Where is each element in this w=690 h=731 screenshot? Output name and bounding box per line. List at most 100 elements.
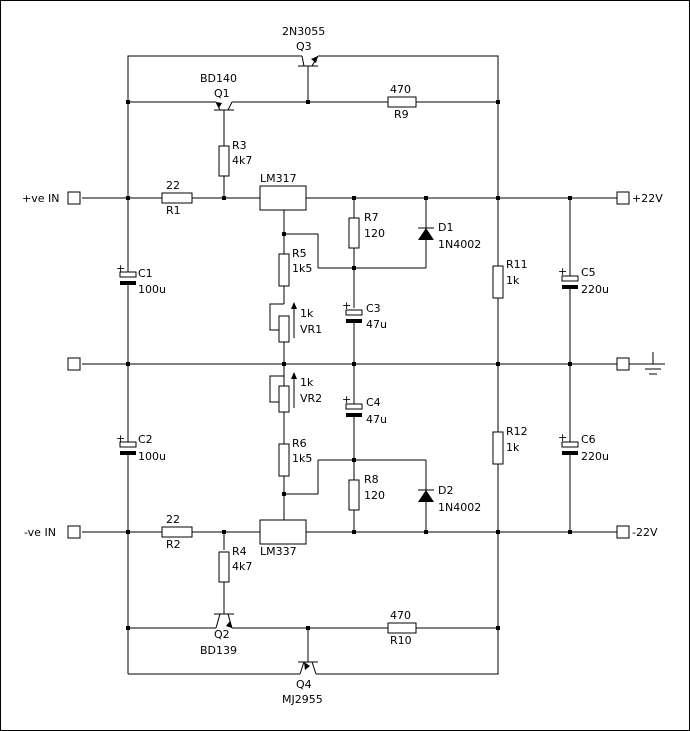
label-d1-ref: D1: [438, 221, 453, 234]
regulator-lm317: [259, 185, 307, 211]
label-vr1-ref: VR1: [300, 323, 322, 336]
label-q2-ref: Q2: [214, 628, 230, 641]
label-c1-value: 100u: [138, 283, 166, 296]
label-q4-ref: Q4: [296, 678, 312, 691]
label-q2-part: BD139: [200, 644, 237, 657]
label-r11-value: 1k: [506, 274, 520, 287]
capacitor-c2: [119, 441, 137, 455]
pot-vr1: [278, 302, 297, 343]
label-c2-plus: +: [116, 432, 125, 445]
label-lm337: LM337: [260, 545, 297, 558]
label-r6-value: 1k5: [292, 452, 312, 465]
label-r4-ref: R4: [232, 545, 247, 558]
label-c1-plus: +: [116, 262, 125, 275]
transistor-q4: [298, 661, 318, 675]
transistor-q3: [298, 55, 319, 67]
regulator-lm337: [259, 519, 307, 545]
terminal-neg-in[interactable]: [67, 525, 81, 539]
ground-symbol-icon: [641, 352, 665, 375]
label-q1-part: BD140: [200, 72, 237, 85]
label-r5-value: 1k5: [292, 262, 312, 275]
transistor-q2: [214, 613, 234, 629]
label-r1-value: 22: [166, 179, 180, 192]
label-r12-ref: R12: [506, 425, 528, 438]
label-r10-value: 470: [390, 609, 411, 622]
resistor-r11: [492, 265, 504, 299]
label-pos-out: +22V: [632, 192, 663, 205]
resistor-r12: [492, 431, 504, 465]
terminal-pos-in[interactable]: [67, 191, 81, 205]
label-vr2-ref: VR2: [300, 392, 322, 405]
capacitor-c1: [119, 271, 137, 285]
label-r1-ref: R1: [166, 204, 181, 217]
label-r11-ref: R11: [506, 258, 528, 271]
label-c5-value: 220u: [581, 283, 609, 296]
label-r8-value: 120: [364, 489, 385, 502]
label-c2-ref: C2: [138, 433, 153, 446]
resistor-r4: [218, 551, 230, 583]
label-c4-value: 47u: [366, 413, 387, 426]
label-d2-ref: D2: [438, 484, 453, 497]
label-q4-part: MJ2955: [282, 693, 323, 706]
resistor-r8: [348, 479, 360, 511]
label-c4-ref: C4: [366, 396, 381, 409]
label-neg-out: -22V: [632, 526, 658, 539]
terminal-gnd-out[interactable]: [616, 357, 630, 371]
capacitor-c6: [561, 441, 579, 455]
label-c4-plus: +: [342, 393, 351, 406]
label-r4-value: 4k7: [232, 560, 252, 573]
label-c3-value: 47u: [366, 318, 387, 331]
capacitor-c3: [345, 309, 363, 323]
terminal-neg-out[interactable]: [616, 525, 630, 539]
capacitor-c4: [345, 403, 363, 417]
junction-dots: [126, 100, 572, 630]
label-r8-ref: R8: [364, 473, 379, 486]
label-c2-value: 100u: [138, 450, 166, 463]
label-r2-ref: R2: [166, 538, 181, 551]
label-c5-plus: +: [558, 265, 567, 278]
label-q3-ref: Q3: [296, 40, 312, 53]
label-r10-ref: R10: [390, 634, 412, 647]
capacitor-c5: [561, 275, 579, 289]
resistor-r2: [161, 526, 193, 538]
diode-d2: [418, 489, 434, 502]
label-r6-ref: R6: [292, 437, 307, 450]
terminal-gnd-in[interactable]: [67, 357, 81, 371]
resistor-r1: [161, 192, 193, 204]
label-vr1-value: 1k: [300, 307, 314, 320]
resistor-r3: [218, 145, 230, 177]
label-c1-ref: C1: [138, 267, 153, 280]
wires-negative: [82, 364, 617, 675]
resistor-r6: [278, 443, 290, 477]
label-c3-ref: C3: [366, 302, 381, 315]
label-r7-value: 120: [364, 227, 385, 240]
label-r3-ref: R3: [232, 139, 247, 152]
label-d2-part: 1N4002: [438, 501, 481, 514]
label-r2-value: 22: [166, 513, 180, 526]
label-r3-value: 4k7: [232, 154, 252, 167]
label-c6-ref: C6: [581, 433, 596, 446]
label-vr2-value: 1k: [300, 376, 314, 389]
resistor-r5: [278, 253, 290, 287]
label-r9-ref: R9: [394, 108, 409, 121]
label-r5-ref: R5: [292, 247, 307, 260]
transistor-q1: [214, 101, 234, 111]
wires-positive: [82, 55, 617, 364]
label-c5-ref: C5: [581, 266, 596, 279]
terminal-pos-out[interactable]: [616, 191, 630, 205]
resistor-r10: [387, 622, 417, 634]
label-lm317: LM317: [260, 172, 297, 185]
pot-vr2: [278, 372, 297, 413]
label-c3-plus: +: [342, 299, 351, 312]
label-r12-value: 1k: [506, 441, 520, 454]
label-r9-value: 470: [390, 83, 411, 96]
label-c6-value: 220u: [581, 450, 609, 463]
label-r7-ref: R7: [364, 211, 379, 224]
label-c6-plus: +: [558, 431, 567, 444]
label-pos-in: +ve IN: [22, 192, 59, 205]
resistor-r9: [387, 96, 417, 108]
label-d1-part: 1N4002: [438, 238, 481, 251]
diode-d1: [418, 227, 434, 240]
